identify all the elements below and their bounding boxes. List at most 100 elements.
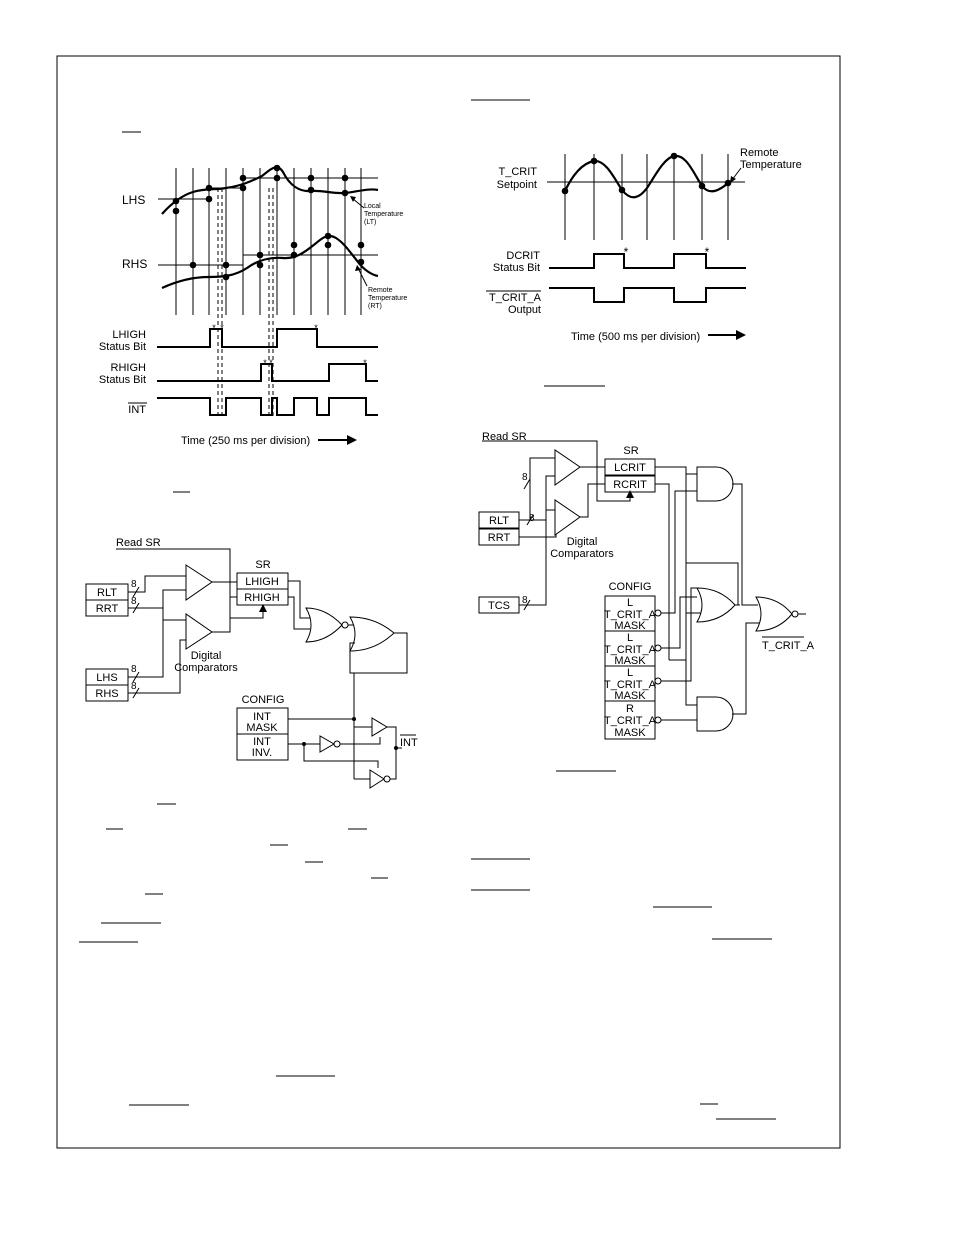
dcrit-status-waveform: [549, 253, 746, 269]
int-inv-label-1: INT: [253, 736, 271, 748]
comparator-remote-output: [212, 596, 237, 633]
bus-width-label: 8: [522, 595, 528, 606]
time-division-lines: [564, 154, 729, 240]
dcrit-label-2: Status Bit: [493, 262, 540, 274]
and-gate-bottom: [696, 696, 734, 732]
inv-to-inverting-buffer: [303, 744, 379, 768]
bus-width-label: 8: [131, 681, 137, 692]
rhs-sample-points: [189, 232, 365, 281]
and-top-input-2: [661, 490, 697, 614]
comparators-label-2: Comparators: [174, 662, 238, 674]
bus-slashes: [132, 586, 140, 699]
timing-diagram-tcrit-labels: T_CRIT Setpoint Remote Temperature DCRIT…: [489, 147, 802, 343]
star-marker: *: [263, 358, 267, 368]
inverter: [319, 735, 336, 753]
int-logic-diagram: [85, 548, 416, 789]
int-mask-label-1: INT: [253, 711, 271, 723]
lcrit-to-and: [655, 466, 697, 475]
tcrit-sample-points: [561, 152, 732, 195]
lt-leader-arrowhead: [350, 196, 356, 202]
tcs-label: TCS: [488, 600, 510, 612]
rt-leader: [357, 267, 368, 287]
config-mask-cell: [604, 665, 656, 702]
int-output-line: [387, 726, 397, 780]
read-sr-line: [482, 440, 631, 502]
remote-temperature-label-1: Remote: [740, 147, 779, 159]
bus-width-label: 8: [131, 596, 137, 607]
remote-temperature-curve: [161, 234, 379, 289]
lhigh-status-waveform: [157, 328, 378, 348]
int-mask-label-2: MASK: [246, 722, 278, 734]
bus-width-label: 8: [131, 664, 137, 675]
read-sr-arrowhead: [626, 490, 634, 498]
time-axis-label: Time (500 ms per division): [571, 331, 700, 343]
comparator-local: [554, 449, 581, 486]
text-underlines: [79, 99, 776, 1120]
remote-temperature-label-2: Temperature: [740, 159, 802, 171]
rlt-label: RLT: [97, 587, 117, 599]
mask-label-line3: MASK: [614, 727, 646, 739]
mask-label-line1: L: [627, 597, 633, 609]
bus-width-label: 8: [529, 513, 535, 524]
mask-label-line3: MASK: [614, 620, 646, 632]
local-temperature-label-3: (LT): [364, 219, 376, 226]
int-inv-cell: [236, 733, 289, 761]
nor-bubble: [791, 610, 799, 618]
tristate-buffer: [371, 717, 388, 737]
inverter-bubble: [333, 740, 341, 748]
and-bottom-output: [732, 622, 760, 715]
or-output-feedback: [349, 632, 408, 674]
star-marker: *: [314, 323, 318, 333]
star-marker: *: [269, 358, 273, 368]
local-temperature-label-2: Temperature: [364, 211, 403, 218]
inverting-buffer-bubble: [383, 775, 391, 783]
lcrit-to-and-bottom: [685, 563, 697, 706]
rlt-bus: [519, 475, 555, 521]
int-output-waveform: [157, 397, 378, 416]
int-label: INT: [128, 404, 146, 416]
time-axis-label: Time (250 ms per division): [181, 435, 310, 447]
rhs-label: RHS: [95, 688, 118, 700]
bus-width-label: 8: [522, 472, 528, 483]
timing-diagram-lhs-rhs-labels: LHS RHS Local Temperature (LT) Remote Te…: [99, 193, 407, 447]
comparator-remote: [554, 499, 581, 536]
remote-temperature-label-3: (RT): [368, 303, 382, 310]
int-inv-label-2: INV.: [252, 747, 272, 759]
nor-gate: [305, 607, 343, 643]
lhs-sample-points: [172, 164, 349, 215]
mask-bubbles: [654, 609, 662, 724]
star-marker: *: [624, 245, 629, 259]
read-sr-line: [116, 548, 264, 619]
timing-diagram-lhs-rhs: [128, 164, 379, 445]
star-marker: *: [363, 358, 367, 368]
tcrit-a-label-1: T_CRIT_A: [489, 292, 542, 304]
bus-slashes: [523, 478, 534, 611]
rrt-bus: [519, 526, 557, 538]
star-marker: *: [212, 323, 216, 333]
and-gate-top: [696, 466, 734, 502]
tcrit-setpoint-label-2: Setpoint: [497, 179, 537, 191]
config-label: CONFIG: [242, 694, 285, 706]
tcrit-logic-diagram: [478, 440, 806, 740]
comparators-label-1: Digital: [567, 536, 598, 548]
and-top-output: [732, 483, 758, 606]
inverting-tristate-buffer: [369, 769, 385, 789]
dashed-event-markers: [217, 188, 274, 418]
mask-label-line3: MASK: [614, 690, 646, 702]
rhs-threshold-line: [158, 254, 378, 266]
remote-leader-arrowhead: [730, 176, 736, 183]
rhigh-status-waveform: [157, 363, 378, 382]
rhs-bus: [128, 639, 186, 694]
local-compare-bus: [529, 457, 555, 520]
int-output-label: INT: [400, 737, 418, 749]
comparator-local: [185, 564, 213, 601]
comparator-remote: [185, 613, 213, 650]
or-input-1: [661, 596, 697, 649]
mask-label-line3: MASK: [614, 655, 646, 667]
comparators-label-1: Digital: [191, 650, 222, 662]
inverter-to-buffer: [340, 737, 381, 745]
lhigh-cell-label: LHIGH: [245, 576, 279, 588]
sr-label: SR: [255, 559, 270, 571]
rhs-label: RHS: [122, 257, 147, 271]
